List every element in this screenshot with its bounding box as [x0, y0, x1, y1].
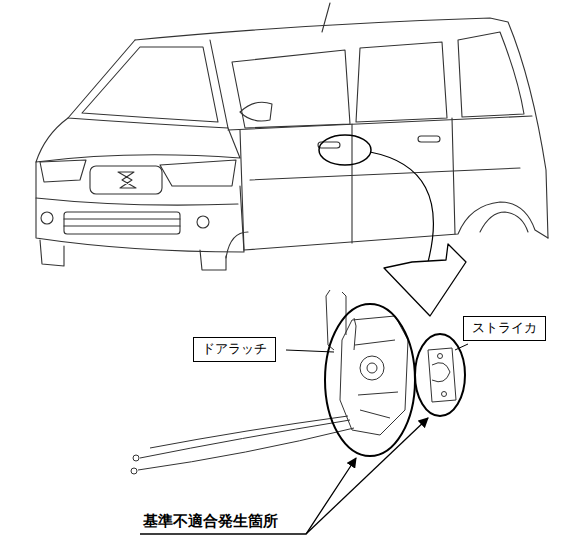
headlight [160, 160, 236, 186]
big-arrow [384, 244, 466, 316]
door-latch-drawing [131, 290, 408, 474]
rod [342, 292, 346, 335]
callout-circle [415, 334, 465, 416]
leader-arrow [306, 418, 428, 534]
leader-line [455, 344, 468, 350]
front-tire [40, 240, 64, 266]
lower-grille-bars [64, 219, 180, 226]
striker-drawing [428, 348, 456, 402]
part-name: ドアラッチ [202, 341, 267, 358]
note-label: 基準不適合発生箇所 [141, 512, 280, 531]
side-crease [250, 168, 520, 180]
side-mirror [240, 102, 272, 121]
rear-window [356, 42, 447, 122]
part-name-box: ドアラッチ [193, 337, 276, 362]
bumper-line [36, 198, 238, 205]
cable [138, 428, 354, 470]
headlight [40, 160, 86, 182]
front-wheel-arch [226, 232, 248, 258]
leader-line [286, 350, 334, 352]
fog-light [197, 216, 209, 228]
sill-line [244, 202, 548, 250]
bolt [442, 392, 447, 397]
antenna [322, 3, 330, 32]
cable-end [131, 468, 137, 474]
fog-light [41, 212, 53, 224]
bolt [438, 354, 443, 359]
part-name-box: ストライカ [463, 316, 546, 341]
cable-end [133, 455, 139, 461]
latch-plate [340, 316, 408, 435]
latch-gear [367, 363, 377, 373]
callout-line [370, 152, 433, 262]
latch-detail [355, 340, 398, 418]
callout-circle [325, 304, 415, 456]
front-tire [200, 250, 226, 270]
leader-arrow [140, 458, 356, 534]
hood [36, 118, 240, 162]
striker-loop [432, 363, 450, 382]
rod [326, 290, 334, 350]
rear-wheel [480, 212, 528, 232]
cable [150, 416, 348, 448]
belt-line [228, 116, 532, 130]
part-name: ストライカ [472, 320, 537, 337]
emblem [118, 172, 136, 188]
striker-plate [428, 348, 456, 402]
windshield-glass [82, 47, 218, 122]
windshield [68, 40, 228, 128]
quarter-window [458, 32, 524, 117]
door-seam [452, 118, 455, 234]
front-bumper [36, 162, 244, 252]
door-seam [351, 124, 352, 243]
door-handle [418, 136, 440, 142]
latch-gear [360, 356, 384, 380]
lower-grille [64, 212, 180, 234]
callout-circle [319, 135, 371, 165]
front-window [232, 50, 350, 128]
grille [90, 166, 162, 194]
